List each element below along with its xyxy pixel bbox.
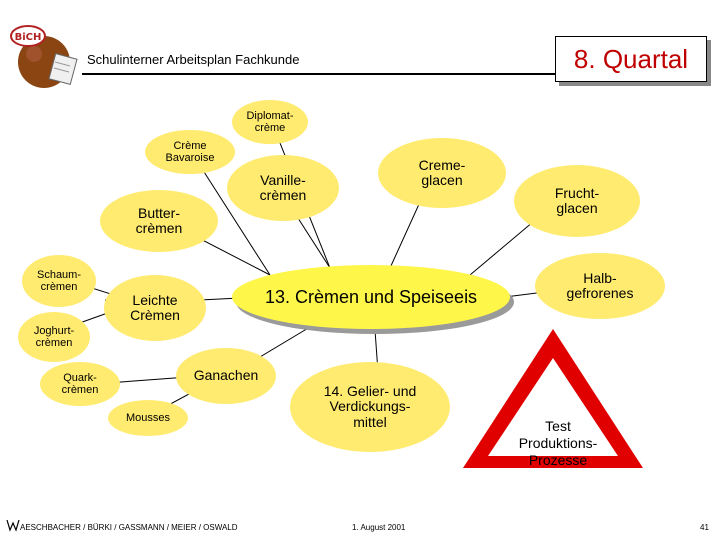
node-label: Diplomat- crème bbox=[246, 109, 294, 134]
node-cremeglacen: Creme- glacen bbox=[378, 138, 506, 208]
node-label: Vanille- crèmen bbox=[259, 171, 307, 203]
node-label: Creme- glacen bbox=[418, 156, 466, 188]
node-label: Crème Bavaroise bbox=[165, 139, 215, 164]
footer-authors: AESCHBACHER / BÜRKI / GASSMANN / MEIER /… bbox=[20, 523, 238, 532]
node-label: Mousses bbox=[125, 411, 171, 424]
node-vanillecremen: Vanille- crèmen bbox=[227, 155, 339, 221]
quarter-label: 8. Quartal bbox=[573, 43, 689, 74]
node-label: Leichte Crèmen bbox=[130, 291, 180, 323]
page-subtitle: Schulinterner Arbeitsplan Fachkunde bbox=[87, 52, 300, 67]
node-creme-bavaroise: Crème Bavaroise bbox=[145, 130, 235, 174]
node-label: Butter- crèmen bbox=[135, 204, 183, 236]
node-label: Quark- crèmen bbox=[61, 371, 99, 396]
node-buttercremen: Butter- crèmen bbox=[100, 190, 218, 252]
node-ganachen: Ganachen bbox=[176, 348, 276, 404]
school-logo: BiCH bbox=[10, 25, 78, 88]
footer-date: 1. August 2001 bbox=[352, 523, 406, 532]
node-label: Joghurt- crèmen bbox=[33, 324, 75, 349]
node-fruchtglacen: Frucht- glacen bbox=[514, 165, 640, 237]
node-diplomatcreme: Diplomat- crème bbox=[232, 100, 308, 144]
node-label: Schaum- crèmen bbox=[36, 268, 82, 293]
node-mousses: Mousses bbox=[108, 400, 188, 436]
warning-triangle-icon bbox=[463, 329, 643, 468]
node-label: 14. Gelier- und Verdickungs- mittel bbox=[323, 382, 417, 430]
node-joghurtcremen: Joghurt- crèmen bbox=[18, 312, 90, 362]
node-leichte-cremen: Leichte Crèmen bbox=[104, 275, 206, 341]
central-topic: 13. Crèmen und Speiseeis bbox=[232, 265, 510, 329]
quarter-box: 8. Quartal bbox=[555, 36, 707, 82]
svg-text:BiCH: BiCH bbox=[15, 32, 42, 43]
central-topic-label: 13. Crèmen und Speiseeis bbox=[264, 286, 478, 307]
node-label: Frucht- glacen bbox=[554, 184, 600, 216]
node-label: Ganachen bbox=[193, 367, 259, 384]
node-schaumcremen: Schaum- crèmen bbox=[22, 255, 96, 307]
node-halbgefrorenes: Halb- gefrorenes bbox=[535, 253, 665, 319]
node-gelier-verdickungsmittel: 14. Gelier- und Verdickungs- mittel bbox=[290, 362, 450, 452]
page-number: 41 bbox=[700, 523, 709, 532]
header-divider bbox=[82, 73, 707, 75]
node-quarkcremen: Quark- crèmen bbox=[40, 362, 120, 406]
node-label: Halb- gefrorenes bbox=[566, 269, 634, 301]
footer-logo-icon bbox=[6, 519, 20, 532]
warning-label: Test Produktions- Prozesse bbox=[518, 418, 598, 468]
